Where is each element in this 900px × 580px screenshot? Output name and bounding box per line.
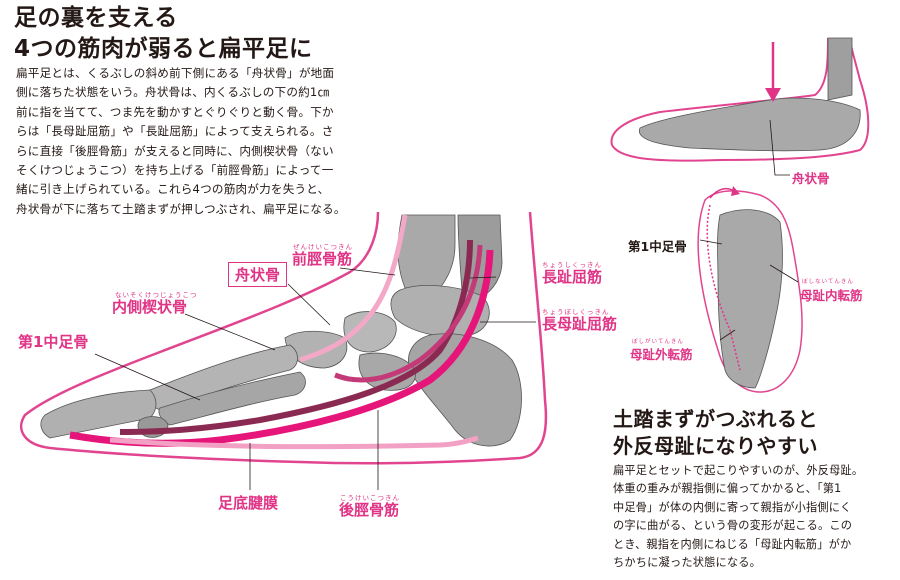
side-ruby-abductor-hallucis: ぼしがいてんきん [632, 339, 684, 345]
main-body-line: 緒に引き上げられている。これら4つの筋肉が力を失うと、 [16, 182, 330, 197]
label-first-metatarsal: 第1中足骨 [18, 333, 89, 351]
ruby-fhl: ちょうぼしくっきん [542, 308, 610, 316]
tibia-bone [397, 214, 456, 289]
main-body-line: そくけつじょうこつ）を持ち上げる「前脛骨筋」によって一 [16, 163, 334, 178]
main-body-line: 側に落ちた状態をいう。舟状骨は、内くるぶしの下の約1㎝ [16, 85, 330, 100]
main-foot-skin-outline [19, 211, 548, 465]
main-title: 足の裏を支える 4つの筋肉が弱ると扁平足に [14, 3, 313, 65]
down-arrow-icon [765, 88, 781, 102]
label-navicular-boxed: 舟状骨 [228, 262, 288, 287]
big-toe-dotted-outline [706, 204, 741, 371]
main-body-line: らに直接「後脛骨筋」が支えると同時に、内側楔状骨（ない [16, 143, 334, 158]
main-body: 扁平足とは、くるぶしの斜め前下側にある「舟状骨」が地面 側に落ちた状態をいう。舟… [16, 64, 371, 219]
side-ruby-adductor-hallucis: ぼしないてんきん [802, 279, 854, 285]
ruby-tibialis-anterior: ぜんけいこつきん [293, 243, 353, 251]
sub-body-line: 中足骨」が体の内側に寄って親指が小指側にく [613, 500, 852, 514]
side-label-navicular: 舟状骨 [792, 171, 830, 186]
main-body-line: 前に指を当てて、つま先を動かすとぐりぐりと動く骨。下か [16, 104, 334, 119]
main-body-line: 扁平足とは、くるぶしの斜め前下側にある「舟状骨」が地面 [16, 66, 335, 80]
sub-body-line: ちかちに凝った状態になる。 [613, 556, 762, 570]
sub-title: 土踏まずがつぶれると 外反母趾になりやすい [613, 406, 818, 460]
ruby-medial-cuneiform: ないそくけつじょうこつ [115, 291, 198, 299]
side-leg-bones [827, 37, 853, 101]
label-tibialis-anterior: 前脛骨筋 [292, 250, 353, 268]
leader-lines [94, 267, 536, 490]
bottom-foot-outline [697, 190, 803, 393]
calcaneus-bone [408, 333, 522, 447]
main-title-line1: 足の裏を支える [14, 5, 178, 31]
tibialis-anterior-muscle [299, 214, 408, 363]
ruby-fdl: ちょうしくっきん [542, 261, 602, 269]
label-medial-cuneiform: 内側楔状骨 [112, 298, 188, 316]
tibialis-posterior-muscle [334, 244, 483, 383]
sub-body: 扁平足とセットで起こりやすいのが、外反母趾。 体重の重みが親指側に偏ってかかると… [613, 462, 891, 572]
label-fhl: 長母趾屈筋 [542, 315, 618, 333]
ruby-tibialis-posterior: こうけいこつきん [340, 494, 400, 502]
sub-body-line: の字に曲がる、という骨の変形が起こる。この [613, 519, 853, 533]
side-foot-bones [639, 97, 861, 152]
sub-title-line2: 外反母趾になりやすい [613, 434, 818, 458]
sub-body-line: とき、親指を内側にねじる「母趾内転筋」がか [613, 537, 852, 551]
fhl-muscle [119, 239, 473, 435]
side-label-first-metatarsal: 第1中足骨 [628, 239, 687, 254]
main-title-line2: 4つの筋肉が弱ると扁平足に [14, 36, 313, 62]
sub-body-line: 扁平足とセットで起こりやすいのが、外反母趾。 [613, 464, 864, 477]
main-body-line: らは「長母趾屈筋」や「長趾屈筋」によって支えられる。さ [16, 124, 334, 139]
side-label-adductor-hallucis: 母趾内転筋 [800, 288, 863, 303]
plantar-fascia-band [109, 435, 479, 450]
rotation-arrow-icon [709, 187, 736, 199]
bottom-foot-bones [717, 209, 783, 389]
label-fdl: 長趾屈筋 [542, 268, 603, 286]
sub-title-line1: 土踏まずがつぶれると [613, 407, 818, 431]
sub-body-line: 体重の重みが親指側に偏ってかかると、「第1 [613, 482, 842, 496]
main-body-line: 舟状骨が下に落ちて土踏まずが押しつぶされ、扁平足になる。 [16, 201, 346, 216]
label-plantar-fascia: 足底腱膜 [218, 494, 279, 512]
label-tibialis-posterior: 後脛骨筋 [339, 501, 400, 519]
side-label-abductor-hallucis: 母趾外転筋 [630, 347, 693, 362]
